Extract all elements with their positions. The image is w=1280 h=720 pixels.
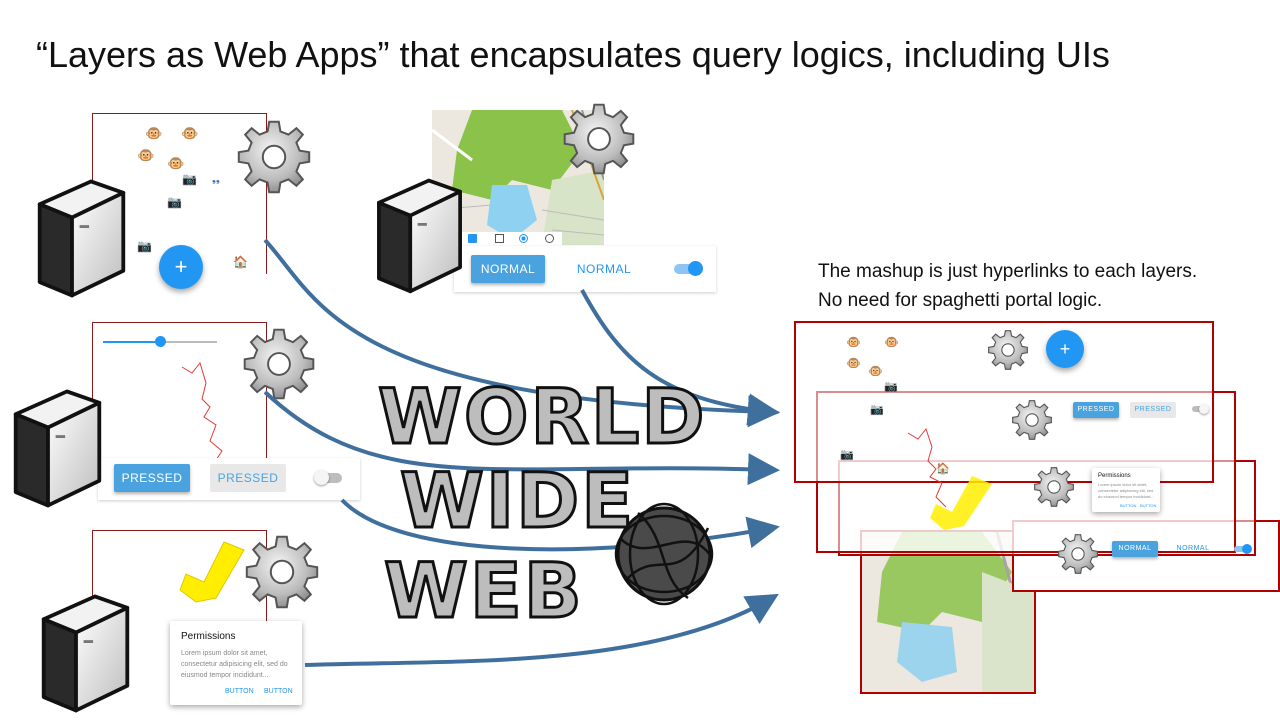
arrow-icon [304,593,779,667]
marker-icon: ❟❟ [212,174,220,185]
pressed-flat-button[interactable]: PRESSED [1130,402,1176,418]
normal-text-button[interactable]: NORMAL [576,262,632,276]
monkey-icon: 🐵 [868,364,883,378]
card-button-2[interactable]: BUTTON [1140,503,1157,508]
toggle-switch-off[interactable] [1192,404,1210,414]
toggle-switch-on[interactable] [1234,544,1252,554]
monkey-icon: 🐵 [145,125,163,141]
plus-icon: + [174,254,188,279]
card-button-2[interactable]: BUTTON [264,688,293,695]
gear-icon [1032,465,1076,509]
camera-icon: 📷 [137,239,152,253]
slider[interactable] [103,336,217,347]
house-icon: 🏠 [233,255,248,269]
gear-icon [986,328,1030,372]
monkey-icon: 🐵 [846,335,861,349]
arrow-icon [263,390,780,486]
radio-unchecked[interactable] [545,234,554,243]
plus-icon: + [1059,339,1071,359]
pressed-flat-button[interactable]: PRESSED [210,464,286,492]
add-fab-button[interactable]: + [1046,330,1084,368]
wide-text: WIDE [398,455,636,547]
permissions-card: Permissions Lorem ipsum dolor sit amet, … [1092,468,1160,512]
normal-text-button[interactable]: NORMAL [1176,545,1210,552]
monkey-icon: 🐵 [167,155,185,171]
gear-icon [1010,398,1054,442]
area-polygon [930,476,992,530]
checkbox-row [462,232,562,246]
normal-button[interactable]: NORMAL [1112,541,1158,557]
camera-icon: 📷 [182,172,197,186]
pressed-button[interactable]: PRESSED [114,464,190,492]
camera-icon: 📷 [870,404,884,416]
camera-icon: 📷 [167,195,182,209]
globe-icon [614,502,714,606]
slide-title: “Layers as Web Apps” that encapsulates q… [36,34,1110,75]
toggle-switch-on[interactable] [674,261,703,276]
mashup-frame-map [860,530,1036,694]
card-title: Permissions [1098,473,1131,479]
gear-icon [1056,532,1100,576]
monkey-icon: 🐵 [884,335,899,349]
toggle-switch-off[interactable] [314,470,344,485]
mashup-note: The mashup is just hyperlinks to each la… [818,257,1197,315]
web-text: WEB [383,545,584,637]
card-body: Lorem ipsum dolor sit amet, consectetur … [181,650,288,679]
house-icon: 🏠 [936,463,950,475]
radio-checked[interactable] [519,234,528,243]
mashup-note-line2: No need for spaghetti portal logic. [818,290,1103,311]
card-body: Lorem ipsum dolor sit amet, consectetur … [1098,482,1154,499]
layer-route-panel [92,322,267,463]
arrow-icon [263,238,780,428]
card-title: Permissions [181,631,236,642]
monkey-icon: 🐵 [846,356,861,370]
checkbox-unchecked[interactable] [495,234,504,243]
world-text: WORLD [376,371,707,463]
map-image [862,532,1034,692]
permissions-card: Permissions Lorem ipsum dolor sit amet, … [170,621,302,705]
normal-button[interactable]: NORMAL [471,255,545,283]
camera-icon: 📷 [884,381,898,393]
monkey-icon: 🐵 [181,125,199,141]
arrow-icon [580,289,780,426]
mashup-note-line1: The mashup is just hyperlinks to each la… [818,261,1198,282]
add-fab-button[interactable]: + [159,245,203,289]
route-line [181,361,223,464]
card-button-1[interactable]: BUTTON [1120,503,1137,508]
monkey-icon: 🐵 [137,147,155,163]
pressed-button[interactable]: PRESSED [1073,402,1119,418]
area-polygon [179,541,245,603]
checkbox-checked[interactable] [468,234,477,243]
card-button-1[interactable]: BUTTON [225,688,254,695]
camera-icon: 📷 [840,449,854,461]
route-line [907,427,947,508]
